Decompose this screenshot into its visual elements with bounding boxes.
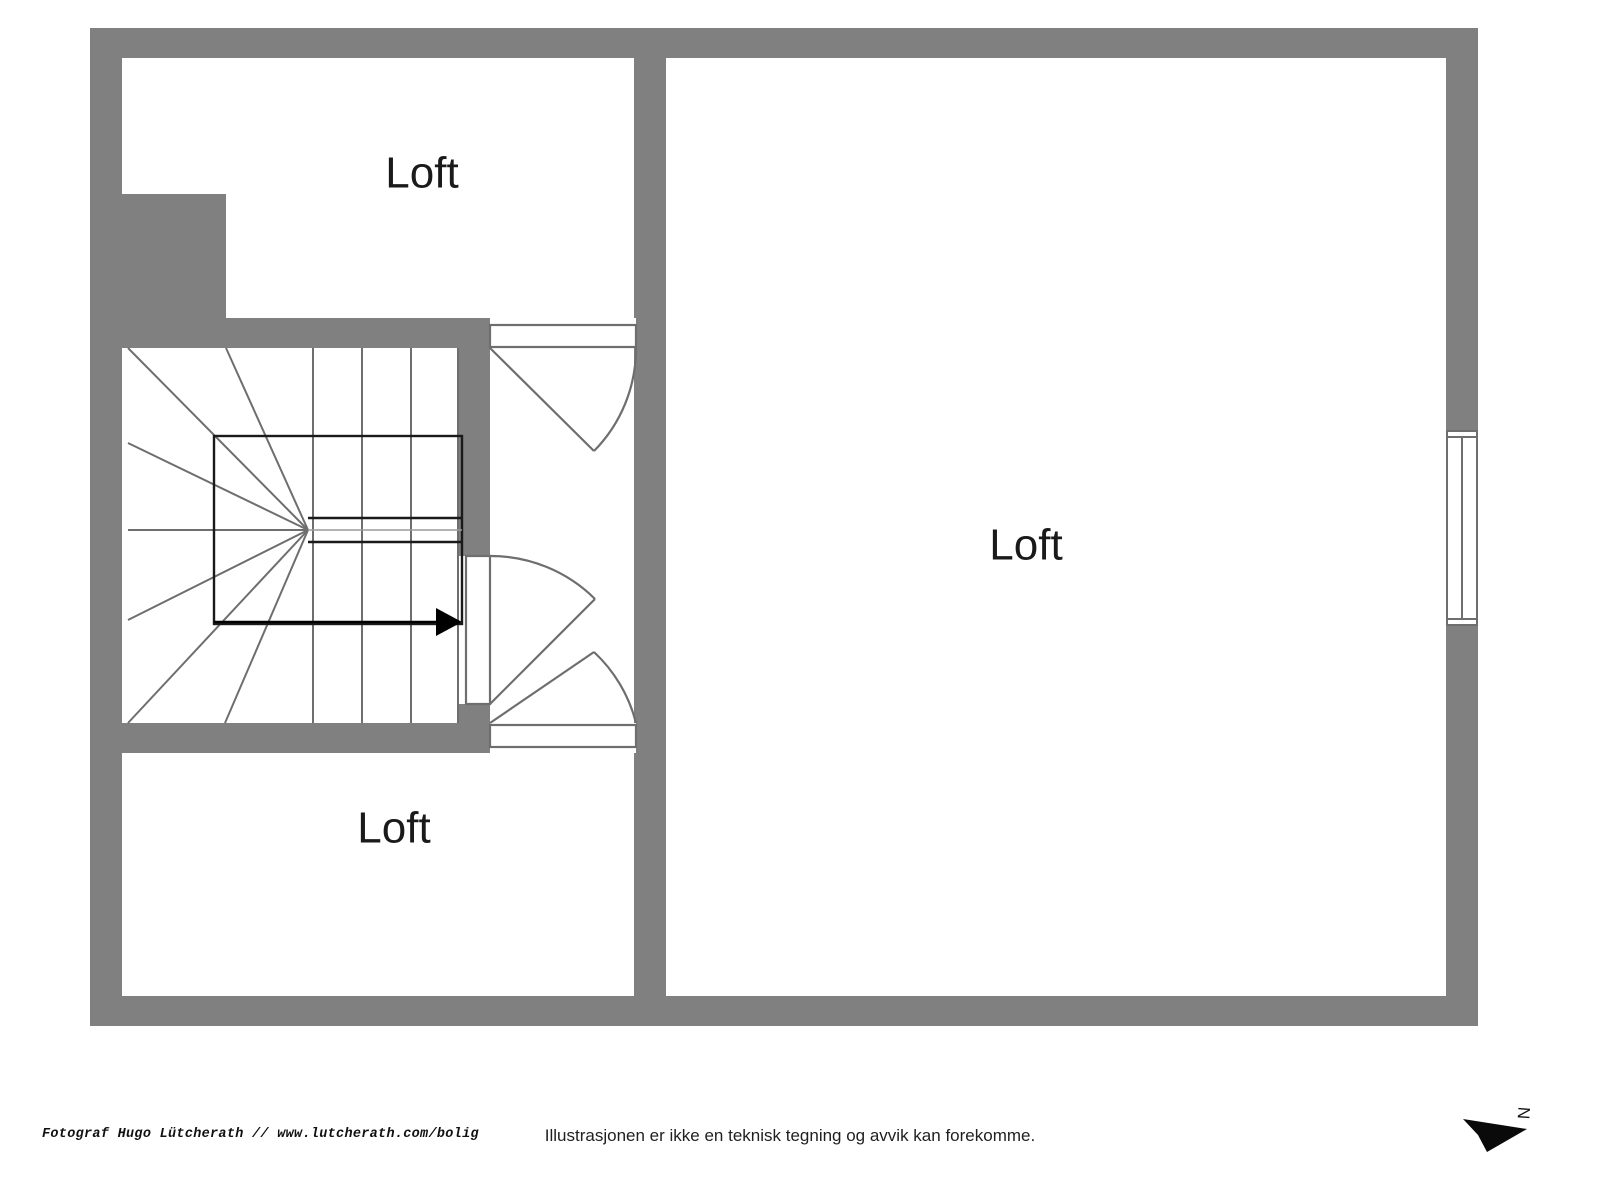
room-label-loft-main-right: Loft <box>989 521 1062 570</box>
door-bottom <box>488 651 638 753</box>
door-top-frame <box>488 323 638 349</box>
disclaimer-note: Illustrasjonen er ikke en teknisk tegnin… <box>545 1126 1035 1145</box>
room-label-loft-bottom-left: Loft <box>357 804 430 853</box>
door-bottom-frame <box>488 723 638 749</box>
outer-wall-envelope <box>90 28 1478 1026</box>
door-bottom-arc <box>593 651 638 724</box>
stair-direction-arrow <box>214 608 462 636</box>
north-label: N <box>1514 1106 1534 1120</box>
stair-winder-1 <box>127 347 309 531</box>
stair-winder-7 <box>224 529 309 724</box>
north-arrow-icon <box>1463 1119 1527 1152</box>
stair-winder-6 <box>127 529 309 724</box>
door-top-arc <box>593 347 638 452</box>
window-frame-outline <box>1446 430 1478 626</box>
photographer-credit: Fotograf Hugo Lütcherath // www.lutchera… <box>42 1127 479 1142</box>
door-middle-frame <box>464 554 492 706</box>
staircase <box>127 347 464 724</box>
door-middle-leaf <box>489 598 596 705</box>
door-middle-arc <box>489 554 596 600</box>
door-bottom-leaf <box>489 651 595 724</box>
window-east <box>1446 430 1478 626</box>
room-label-loft-top-left: Loft <box>385 149 458 198</box>
stair-winder-3 <box>127 442 309 531</box>
wall-layer <box>90 28 1478 1026</box>
stair-winder-5 <box>127 529 309 621</box>
stair-arrow-head <box>436 608 462 636</box>
door-middle <box>458 554 596 706</box>
stair-winder-2 <box>225 347 309 531</box>
door-top-leaf <box>489 347 595 452</box>
door-top <box>488 318 638 452</box>
interior-wall-vertical <box>634 28 666 1026</box>
north-indicator: N <box>1463 1106 1533 1152</box>
column-upper-left <box>122 194 226 318</box>
